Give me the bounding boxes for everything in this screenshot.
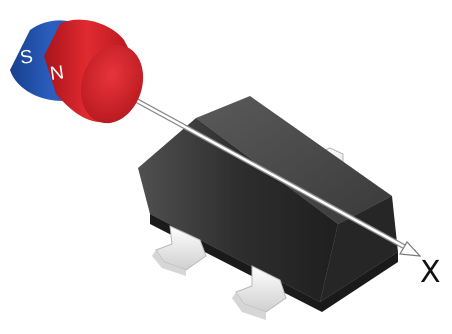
chip-body-top	[196, 96, 392, 224]
chip-lead-left	[152, 225, 207, 276]
axis-label: X	[420, 255, 441, 290]
magnet-south-label: S	[19, 46, 34, 69]
arrow-head-right	[399, 240, 422, 257]
chip-body-front	[138, 118, 338, 302]
sensor-chip	[138, 96, 398, 320]
chip-lead-right	[232, 265, 287, 320]
magnet: S N	[10, 19, 144, 124]
magnet-north-face	[80, 44, 144, 124]
chip-body-right	[320, 196, 398, 302]
magnet-north-label: N	[49, 62, 66, 85]
